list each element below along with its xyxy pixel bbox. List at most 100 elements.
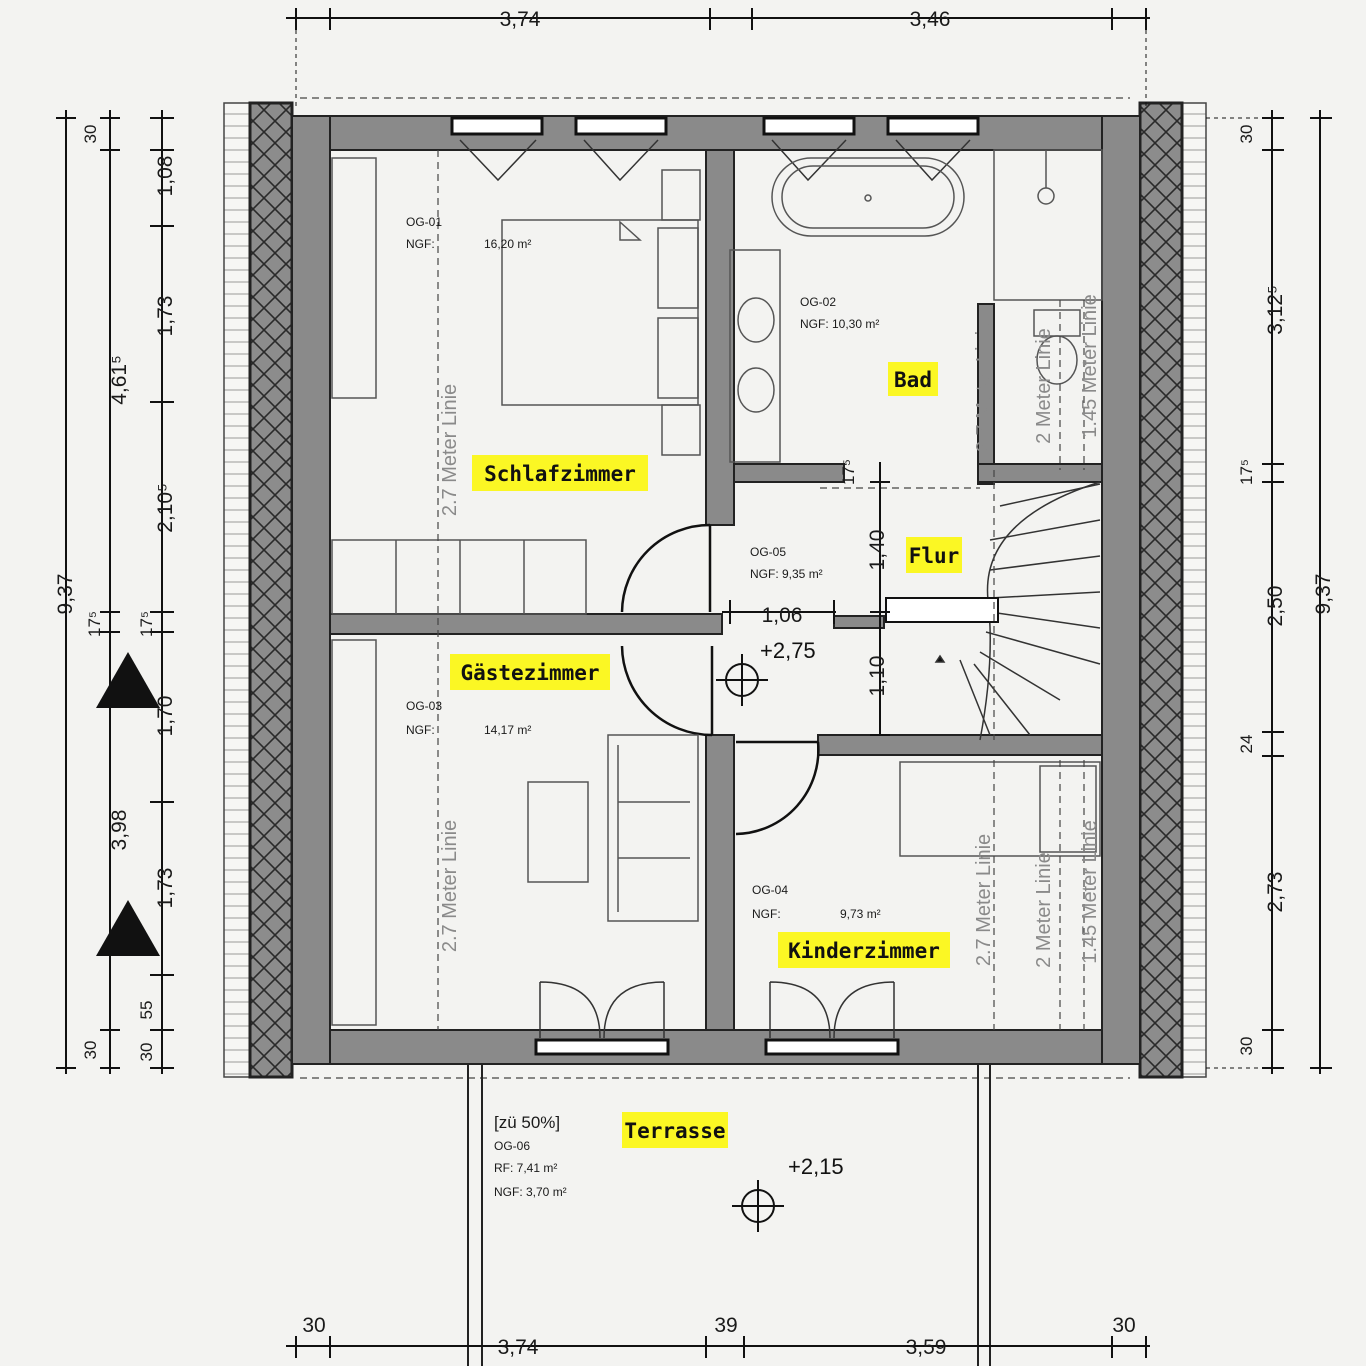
room-id-bad: OG-02	[800, 295, 836, 309]
wall-left	[248, 101, 294, 1079]
wardrobe-guest	[331, 639, 377, 1026]
window-top-4	[886, 116, 980, 182]
stair-storage	[331, 539, 587, 615]
dim-left-outer-4: 3,98	[108, 810, 131, 851]
room-id-gaestezimmer: OG-03	[406, 699, 442, 713]
dim-bottom-5: 30	[1112, 1314, 1135, 1337]
dim-bottom-3: 39	[714, 1314, 737, 1337]
svg-text:Flur: Flur	[909, 544, 960, 568]
dim-flur-3: 1,06	[762, 604, 803, 627]
height-label-bath-27: 2.7 Meter Linie	[973, 320, 995, 452]
wall-right	[1138, 101, 1184, 1079]
wall-kids-top	[817, 734, 1103, 756]
room-ngf-label-kinderzimmer: NGF:	[752, 907, 781, 921]
wall-bath-wc	[977, 303, 995, 485]
dim-left-inner-3: 2,10⁵	[154, 483, 177, 533]
wall-right-inner	[1101, 115, 1141, 1065]
dim-right-6: 2,73	[1264, 872, 1287, 913]
window-top-3	[762, 116, 856, 182]
insulation-left	[223, 102, 251, 1078]
label-terrasse: Terrasse	[622, 1112, 728, 1148]
dim-right-4: 2,50	[1264, 586, 1287, 627]
wall-flur-stub	[833, 615, 885, 629]
table-guest	[527, 781, 589, 883]
level-marker-floor	[716, 654, 768, 706]
dim-left-inner-1: 1,08	[154, 156, 177, 197]
section-arrow-upper	[96, 652, 160, 708]
room-ngf-value-kinderzimmer: 9,73 m²	[840, 907, 881, 921]
nightstand-bottom	[661, 404, 701, 456]
dim-bottom-1: 30	[302, 1314, 325, 1337]
dim-left-outer-1: 30	[81, 125, 100, 144]
room-ngf-flur: NGF: 9,35 m²	[750, 567, 823, 581]
svg-text:Kinderzimmer: Kinderzimmer	[788, 939, 940, 963]
door-guest	[620, 645, 714, 737]
dim-left-inner-5: 17⁵	[137, 611, 156, 637]
terrace-rf: RF: 7,41 m²	[494, 1161, 557, 1175]
level-terrace-text: +2,15	[788, 1154, 844, 1179]
room-ngf-label-schlafzimmer: NGF:	[406, 237, 435, 251]
dim-bottom-2: 3,74	[498, 1336, 539, 1359]
dim-right-7: 30	[1237, 1037, 1256, 1056]
height-label-kids-2: 2 Meter Linie	[1033, 852, 1055, 968]
bathtub	[771, 157, 965, 237]
dim-left-outer-3: 9,37	[54, 574, 77, 615]
label-gaestezimmer: Gästezimmer	[450, 654, 610, 690]
dim-flur-1: 1,40	[866, 530, 889, 571]
wall-bottom	[291, 1029, 1141, 1065]
level-floor-text: +2,75	[760, 638, 816, 663]
dim-bottom	[286, 1336, 1150, 1358]
room-ngf-value-schlafzimmer: 16,20 m²	[484, 237, 531, 251]
height-label-bedroom: 2.7 Meter Linie	[439, 384, 461, 516]
label-kinderzimmer: Kinderzimmer	[778, 932, 950, 968]
nightstand-top	[661, 169, 701, 221]
dim-left-outer-2: 4,61⁵	[108, 355, 131, 405]
window-top-2	[574, 116, 668, 182]
dim-left-outer-5: 30	[81, 1041, 100, 1060]
wall-bedroom-guest	[329, 613, 723, 635]
dim-interior	[722, 462, 890, 736]
wardrobe-bedroom	[331, 157, 377, 399]
room-id-terrasse: OG-06	[494, 1139, 530, 1153]
dim-bottom-4: 3,59	[906, 1336, 947, 1359]
label-flur: Flur	[906, 537, 962, 573]
dim-top-2: 3,46	[910, 8, 951, 31]
terrace-outline	[467, 1064, 991, 1366]
dim-left-inner	[150, 110, 174, 1074]
room-ngf-bad: NGF: 10,30 m²	[800, 317, 879, 331]
dim-left-inner-9: 30	[137, 1043, 156, 1062]
dim-flur-2: 17⁵	[839, 459, 858, 485]
room-id-schlafzimmer: OG-01	[406, 215, 442, 229]
shower	[993, 149, 1103, 301]
door-bedroom	[620, 523, 712, 613]
toilet	[1033, 309, 1081, 385]
bed-double	[501, 219, 699, 406]
dim-left-mid	[100, 110, 120, 1074]
height-label-bath-145: 1.45 Meter Linie	[1079, 294, 1101, 437]
dim-top-1: 3,74	[500, 8, 541, 31]
double-sink	[729, 249, 781, 463]
height-label-guest: 2.7 Meter Linie	[439, 820, 461, 952]
bed-single	[899, 761, 1101, 857]
window-top-1	[450, 116, 544, 182]
door-kids	[735, 740, 820, 836]
dim-top	[286, 8, 1150, 110]
wall-wc-bottom	[977, 463, 1103, 483]
dim-right-8: 9,37	[1312, 574, 1335, 615]
height-label-kids-145: 1.45 Meter Linie	[1079, 820, 1101, 963]
dim-left-inner-2: 1,73	[154, 296, 177, 337]
room-ngf-value-gaestezimmer: 14,17 m²	[484, 723, 531, 737]
dim-left-outer	[56, 110, 76, 1074]
dim-flur-4: 1,10	[866, 656, 889, 697]
room-id-kinderzimmer: OG-04	[752, 883, 788, 897]
room-id-flur: OG-05	[750, 545, 786, 559]
terrace-note: [zü 50%]	[494, 1113, 560, 1132]
dim-right-1: 30	[1237, 125, 1256, 144]
staircase	[885, 481, 1101, 741]
wall-bath-corridor	[733, 463, 845, 483]
insulation-right	[1179, 102, 1207, 1078]
height-label-bath-2: 2 Meter Linie	[1033, 328, 1055, 444]
wall-top	[291, 115, 1141, 151]
svg-text:Terrasse: Terrasse	[624, 1119, 725, 1143]
